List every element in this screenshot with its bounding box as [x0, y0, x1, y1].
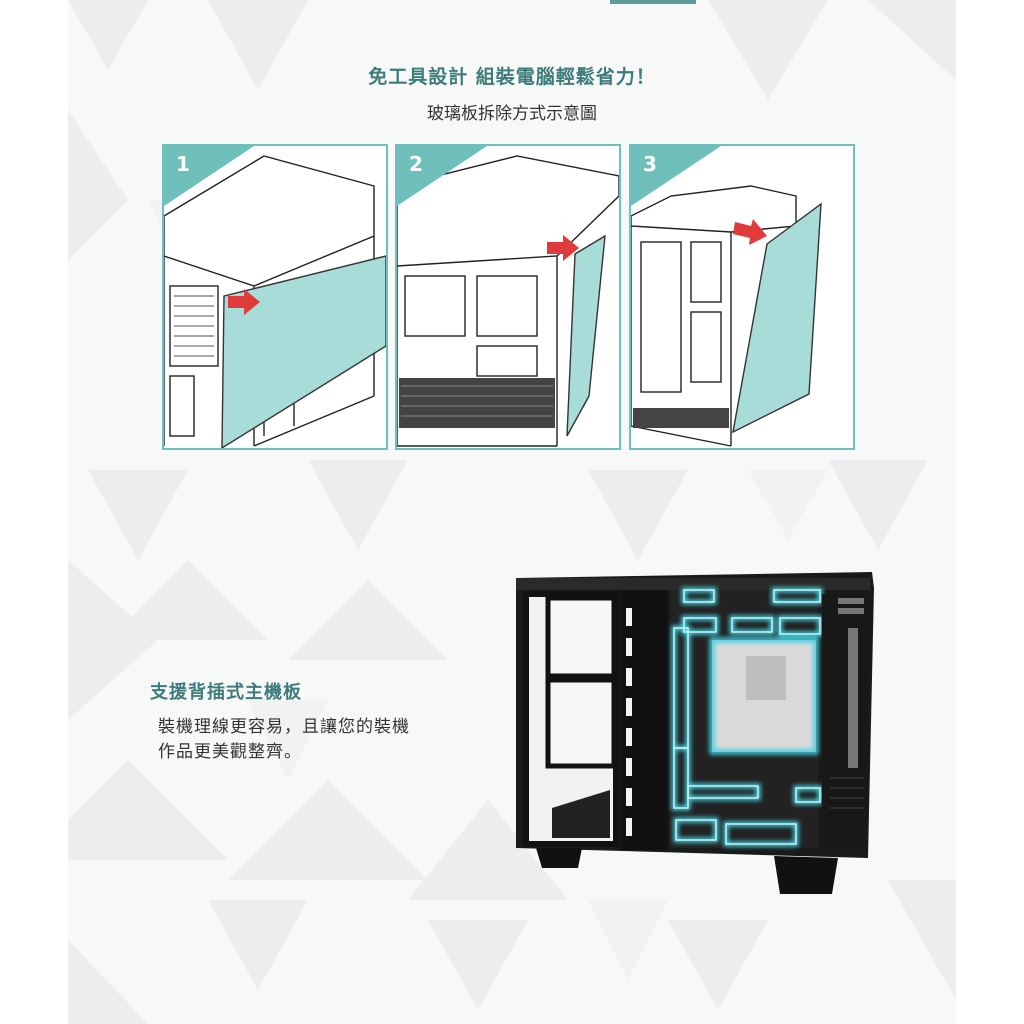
arrow-right-icon [547, 235, 579, 261]
page-subtitle: 玻璃板拆除方式示意圖 [427, 104, 597, 124]
step-number: 1 [176, 152, 190, 176]
step-badge-icon [164, 146, 254, 206]
case-illustration-3 [631, 185, 822, 447]
feature-title: 支援背插式主機板 [150, 682, 302, 703]
step-3-panel: 3 [629, 144, 855, 450]
top-tab [610, 0, 696, 4]
step-number: 2 [409, 152, 423, 176]
feature-description-line-2: 作品更美觀整齊。 [158, 742, 302, 762]
step-badge-icon [631, 146, 721, 206]
step-1-panel: 1 [162, 144, 388, 450]
page-title: 免工具設計 組裝電腦輕鬆省力！ [368, 66, 656, 88]
triangle-pattern-background [68, 0, 956, 1024]
case-illustration-1 [164, 155, 386, 448]
arrow-right-icon [733, 219, 767, 245]
step-badge-icon [397, 146, 487, 206]
feature-description-line-1: 裝機理線更容易，且讓您的裝機 [158, 717, 410, 737]
pc-case-product-image [516, 572, 874, 894]
step-2-panel: 2 [395, 144, 621, 450]
step-number: 3 [643, 152, 657, 176]
arrow-right-icon [228, 289, 260, 315]
content-area: 免工具設計 組裝電腦輕鬆省力！ 玻璃板拆除方式示意圖 [68, 0, 956, 1024]
case-illustration-2 [397, 155, 619, 447]
